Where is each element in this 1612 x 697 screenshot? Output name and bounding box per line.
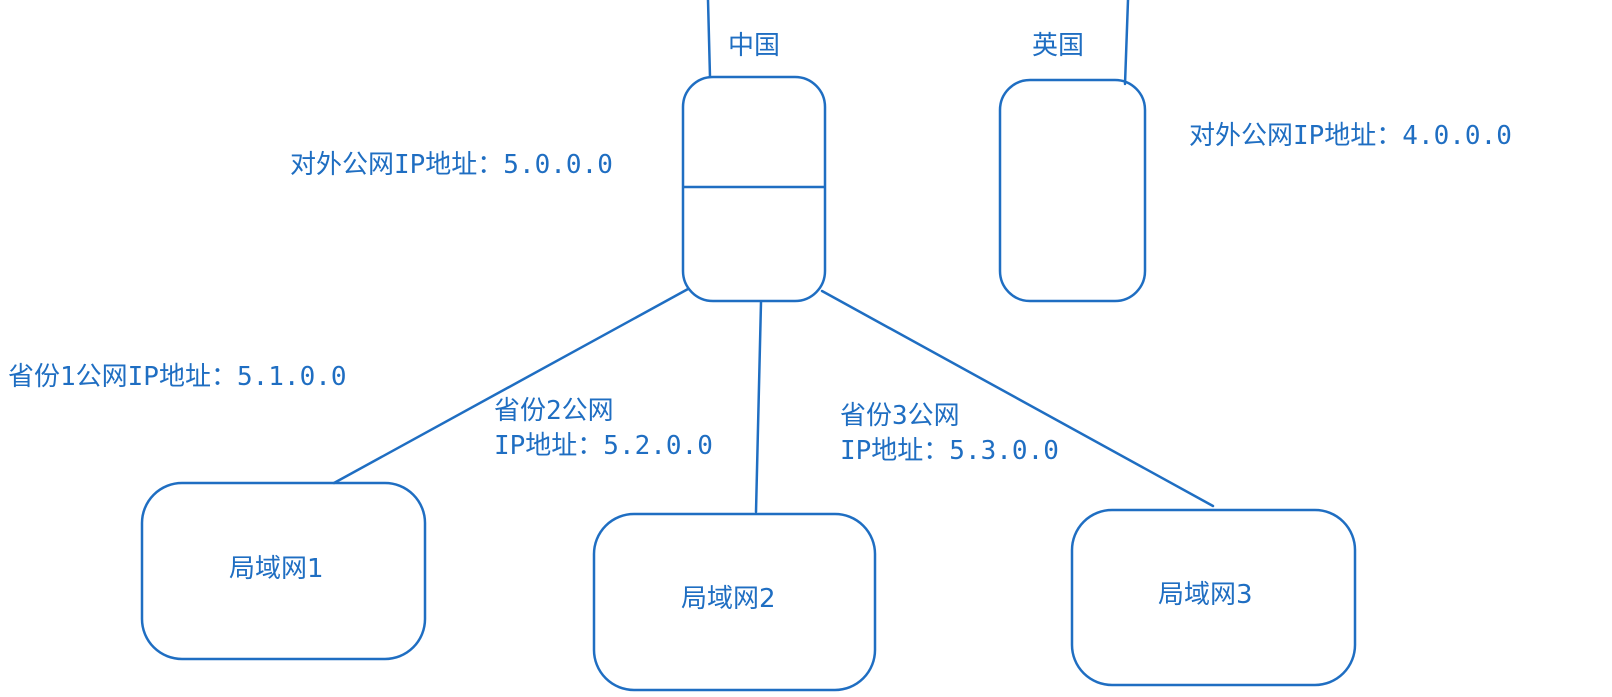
china-to-lan1-link [332, 287, 690, 485]
china-to-lan3-link [820, 289, 1215, 508]
lan2-public-ip-label: 省份2公网 IP地址：5.2.0.0 [494, 394, 713, 464]
china-label: 中国 [728, 31, 781, 61]
uk-public-ip-label: 对外公网IP地址：4.0.0.0 [1189, 121, 1512, 151]
uk-label: 英国 [1032, 31, 1085, 61]
china-uplink-line [706, 0, 712, 79]
china-router-box [681, 75, 827, 303]
lan1-label: 局域网1 [229, 554, 324, 584]
lan3-public-ip-line1: 省份3公网 [840, 401, 960, 431]
uk-uplink-line [1123, 0, 1130, 86]
china-to-lan2-link [754, 300, 763, 514]
lan1-public-ip-label: 省份1公网IP地址：5.1.0.0 [8, 362, 347, 392]
lan2-box [592, 512, 877, 692]
lan2-public-ip-line2: IP地址：5.2.0.0 [494, 431, 713, 461]
lan3-public-ip-line2: IP地址：5.3.0.0 [840, 436, 1059, 466]
lan3-box [1070, 508, 1357, 687]
lan2-public-ip-line1: 省份2公网 [494, 396, 614, 426]
lan1-box [140, 481, 427, 661]
lan2-label: 局域网2 [681, 584, 776, 614]
lan3-label: 局域网3 [1158, 580, 1253, 610]
lan3-public-ip-label: 省份3公网 IP地址：5.3.0.0 [840, 399, 1059, 469]
uk-router-box [998, 78, 1147, 303]
china-public-ip-label: 对外公网IP地址：5.0.0.0 [290, 150, 613, 180]
